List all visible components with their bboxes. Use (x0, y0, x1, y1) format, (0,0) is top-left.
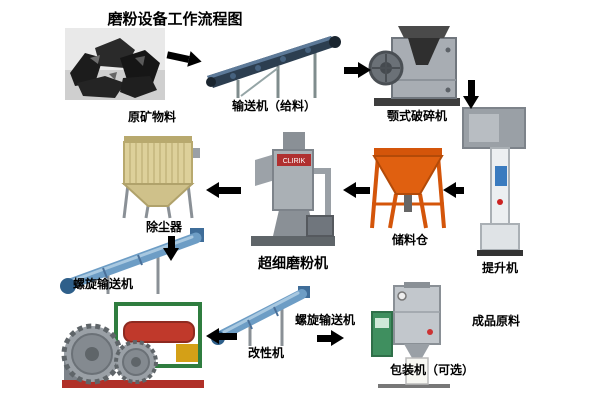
belt-conveyor-image (206, 36, 341, 98)
storage-bin-illustration (368, 142, 448, 234)
arrow-raw-to-conveyor (166, 47, 204, 70)
mill-logo: CLIRIK (283, 158, 306, 165)
label-modifier: 改性机 (247, 346, 284, 360)
raw-material-photo (65, 28, 165, 100)
dust-collector-image (121, 136, 200, 219)
arrow-bin-to-mill (343, 182, 370, 198)
dust-collector-illustration (118, 132, 203, 220)
arrow-elevator-to-bin (443, 182, 464, 198)
arrow-to-modifier-machine (206, 328, 237, 344)
belt-conveyor-illustration (203, 28, 345, 98)
packing-machine-illustration (370, 282, 458, 388)
label-elevator: 提升机 (481, 261, 518, 275)
label-screw-conveyor-left: 螺旋输送机 (72, 277, 133, 291)
arrow-crusher-to-elevator (463, 80, 479, 109)
label-mill: 超细磨粉机 (258, 255, 328, 271)
modifier-machine-illustration (58, 296, 208, 390)
mill-image: CLIRIK (251, 132, 335, 246)
storage-bin-image (370, 148, 446, 229)
arrow-screw-to-packing (317, 330, 344, 346)
modifier-machine-image (61, 302, 204, 388)
arrow-dust-to-screw (163, 236, 179, 261)
label-belt-conveyor: 输送机（给料） (231, 99, 316, 113)
arrow-mill-to-dust (206, 182, 241, 198)
label-screw-conveyor-bottom: 螺旋输送机 (294, 313, 355, 327)
label-packing: 包装机（可选） (389, 363, 474, 377)
label-dust-collector: 除尘器 (145, 220, 182, 234)
bucket-elevator-image (462, 107, 526, 256)
packing-machine-image (371, 282, 450, 388)
label-jaw-crusher: 颚式破碎机 (386, 109, 447, 123)
arrow-conveyor-to-crusher (344, 62, 371, 78)
diagram-title: 磨粉设备工作流程图 (107, 11, 243, 28)
label-finished-product: 成品原料 (471, 314, 520, 328)
label-raw-material: 原矿物料 (127, 110, 176, 124)
jaw-crusher-illustration (368, 20, 466, 108)
mill-illustration: CLIRIK (245, 124, 341, 252)
jaw-crusher-image (368, 26, 460, 106)
coal-pile-image (65, 28, 165, 100)
bucket-elevator-illustration (455, 106, 535, 258)
label-storage-bin: 储料仓 (391, 233, 428, 247)
